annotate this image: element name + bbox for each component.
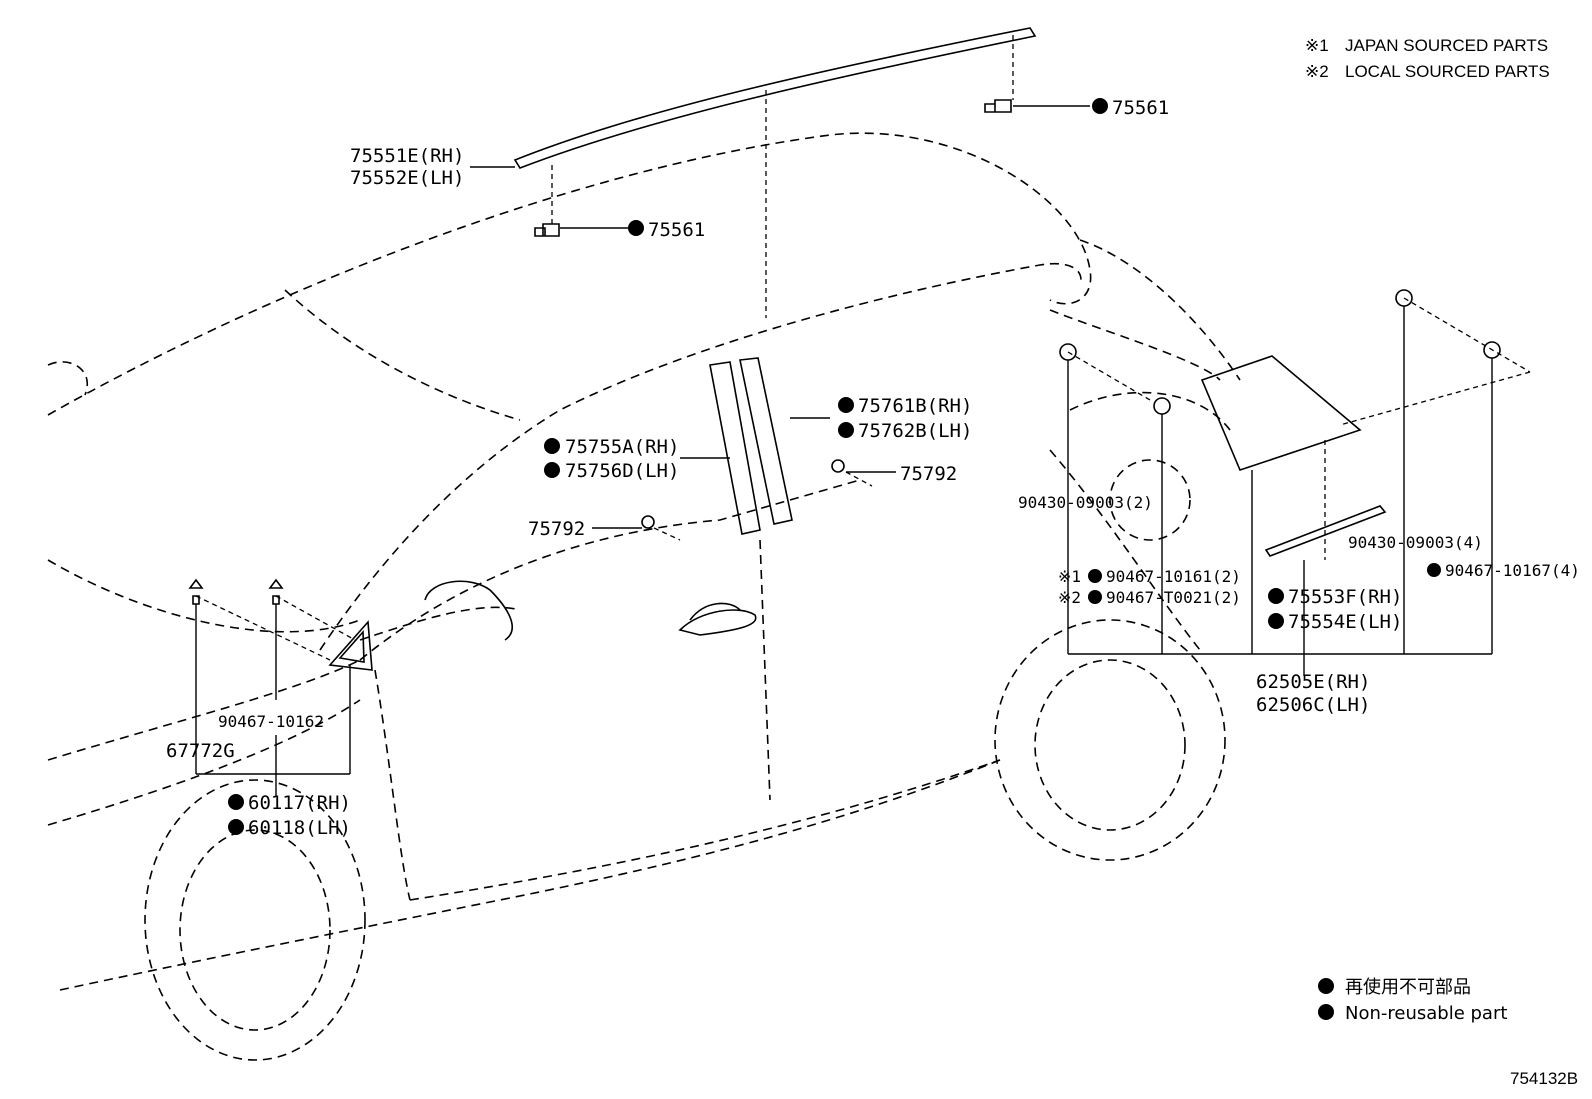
label-pillar-rear-lh: 75762B(LH) xyxy=(858,420,972,442)
non-reusable-dot xyxy=(1268,613,1284,629)
leader-lines xyxy=(195,35,1531,796)
label-90467-japan: 90467-10161(2) xyxy=(1106,567,1241,586)
label-spoiler-rh: 62505E(RH) xyxy=(1256,671,1370,693)
mark-local: ※2 xyxy=(1058,588,1081,607)
non-reusable-dot xyxy=(1088,590,1102,604)
label-pillar-front-rh: 75755A(RH) xyxy=(565,436,679,458)
legend-jp: 再使用不可部品 xyxy=(1345,977,1471,998)
label-molding-lh: 75554E(LH) xyxy=(1288,611,1402,633)
label-pillar-rear-rh: 75761B(RH) xyxy=(858,395,972,417)
legend-dot xyxy=(1318,978,1334,994)
non-reusable-dot xyxy=(228,794,244,810)
label-molding-rh: 75553F(RH) xyxy=(1288,586,1402,608)
label-roof-molding-lh: 75552E(LH) xyxy=(350,167,464,189)
label-90467-4: 90467-10167(4) xyxy=(1445,561,1580,580)
non-reusable-dot xyxy=(1268,588,1284,604)
label-mirror-lh: 60118(LH) xyxy=(248,817,351,839)
figure-id: 754132B xyxy=(1510,1069,1578,1088)
label-75561-rear: 75561 xyxy=(1112,97,1169,119)
label-75792-right: 75792 xyxy=(900,463,957,485)
label-75792-left: 75792 xyxy=(528,518,585,540)
car-body-outline xyxy=(47,132,1241,1061)
label-pillar-front-lh: 75756D(LH) xyxy=(565,460,679,482)
non-reusable-dot xyxy=(628,220,644,236)
note-local-mark: ※2 xyxy=(1305,62,1329,81)
non-reusable-dot xyxy=(228,819,244,835)
legend-dot xyxy=(1318,1004,1334,1020)
part-labels: ※1 JAPAN SOURCED PARTS ※2 LOCAL SOURCED … xyxy=(166,36,1580,839)
non-reusable-dot xyxy=(1427,563,1441,577)
mark-japan: ※1 xyxy=(1058,567,1081,586)
non-reusable-dot xyxy=(838,397,854,413)
legend-en: Non-reusable part xyxy=(1345,1003,1507,1024)
note-japan-mark: ※1 xyxy=(1305,36,1329,55)
label-75561-front: 75561 xyxy=(648,219,705,241)
non-reusable-dot xyxy=(544,462,560,478)
parts xyxy=(188,27,1501,671)
label-garnish: 67772G xyxy=(166,740,235,762)
non-reusable-dot xyxy=(838,422,854,438)
label-90467-10162: 90467-10162 xyxy=(218,712,324,731)
legend: 再使用不可部品 Non-reusable part xyxy=(1318,977,1507,1024)
non-reusable-dot xyxy=(1088,569,1102,583)
label-mirror-rh: 60117(RH) xyxy=(248,792,351,814)
non-reusable-dot xyxy=(1092,98,1108,114)
non-reusable-dot xyxy=(544,438,560,454)
label-90430-4: 90430-09003(4) xyxy=(1348,533,1483,552)
label-90430-2: 90430-09003(2) xyxy=(1018,493,1153,512)
note-local-text: LOCAL SOURCED PARTS xyxy=(1345,62,1550,81)
label-90467-local: 90467-T0021(2) xyxy=(1106,588,1241,607)
label-spoiler-lh: 62506C(LH) xyxy=(1256,694,1370,716)
note-japan-text: JAPAN SOURCED PARTS xyxy=(1345,36,1548,55)
label-roof-molding-rh: 75551E(RH) xyxy=(350,145,464,167)
